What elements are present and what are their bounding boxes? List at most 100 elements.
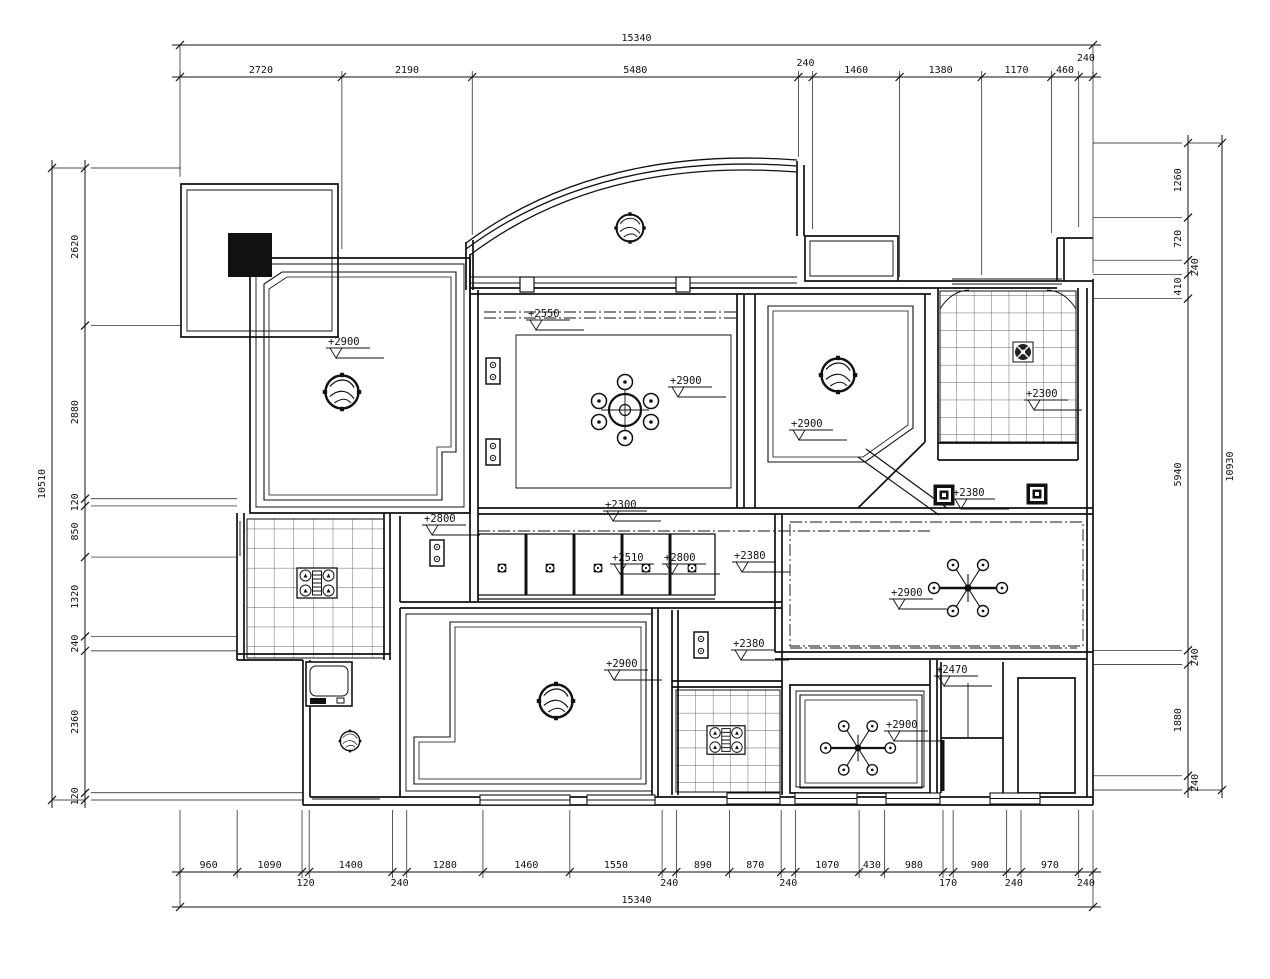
elevation-living-soffit: +2550 (526, 308, 584, 331)
downlight-icon (640, 562, 652, 574)
outer-walls (180, 157, 1094, 806)
dim-left-seg-4: 1320 (70, 585, 81, 609)
inner-walls (186, 189, 1062, 800)
ceiling-recess-outlines (263, 271, 923, 789)
elevation-wardrobe: +2470 (934, 664, 992, 687)
dim-right-overall: 10930 (1225, 451, 1236, 481)
windows (479, 792, 1041, 806)
inner-lines (186, 189, 1062, 800)
elevation-flag-icon (603, 510, 661, 522)
elevation-flag-icon (732, 561, 790, 573)
dim-bottom-seg-11: 240 (779, 878, 797, 889)
elevation-value: +2510 (612, 552, 644, 564)
elevation-hall-beam: +2300 (603, 499, 661, 522)
downlight-icon (686, 562, 698, 574)
elevation-labels: +2900 +2550 +2900 +2900 +2300 +2380 +2300 +2800… (326, 308, 1082, 742)
dim-bottom-seg-12: 1070 (815, 860, 839, 871)
dim-right-seg-6: 1880 (1173, 708, 1184, 732)
panel-dividers (524, 534, 672, 595)
ceiling-fan-light-icon (535, 680, 577, 722)
elevation-value: +2900 (791, 418, 823, 430)
elevation-value: +2900 (670, 375, 702, 387)
exhaust-fan-icon (1012, 341, 1034, 363)
dim-left-seg-7: 120 (70, 787, 81, 805)
wall-lamp-icon (693, 631, 709, 659)
elevation-value: +2300 (605, 499, 637, 511)
dim-bottom-seg-15: 170 (939, 878, 957, 889)
dim-left-seg-0: 2620 (70, 235, 81, 259)
elevation-bathroom-ne: +2300 (1024, 388, 1082, 411)
bath-heater-icon (706, 725, 746, 755)
dim-bottom-seg-9: 890 (694, 860, 712, 871)
bathroom-ne-tiled-ceiling (939, 290, 1077, 443)
dim-left-overall: 10510 (37, 469, 48, 499)
elevation-value: +2900 (886, 719, 918, 731)
dim-top-seg-8: 240 (1077, 53, 1095, 64)
hall-ceiling-panels (477, 533, 716, 600)
panel-frame (477, 533, 716, 600)
balcony-beam (470, 276, 797, 284)
square-downlight-icon (933, 484, 955, 506)
wall-lamp-icon (485, 438, 501, 466)
dim-left-seg-2: 120 (70, 493, 81, 511)
dim-bottom-seg-6: 1460 (514, 860, 538, 871)
elevation-flag-icon (1024, 399, 1082, 411)
wall-lamp-icon (485, 357, 501, 385)
elevation-value: +2380 (953, 487, 985, 499)
elevation-flag-icon (662, 563, 720, 575)
dim-right-seg-2: 240 (1190, 258, 1201, 276)
dim-right-seg-1: 720 (1173, 230, 1184, 248)
ceiling-fan-light-icon (613, 211, 647, 245)
elevation-value: +2550 (528, 308, 560, 320)
dim-top-seg-3: 240 (796, 58, 814, 69)
dim-bottom-seg-18: 970 (1041, 860, 1059, 871)
elevation-living: +2900 (668, 375, 726, 398)
six-arm-chandelier-icon (927, 558, 1009, 618)
chandelier-icon (590, 373, 660, 447)
dim-top-seg-1: 2190 (395, 65, 419, 76)
dim-bottom-seg-17: 240 (1005, 878, 1023, 889)
elevation-flag-icon (951, 498, 1009, 510)
elevation-flag-icon (610, 563, 668, 575)
elevation-value: +2800 (424, 513, 456, 525)
dim-bottom-seg-8: 240 (660, 878, 678, 889)
dim-bottom-seg-3: 1400 (339, 860, 363, 871)
window-midlines (480, 798, 1040, 801)
elevation-value: +2380 (734, 550, 766, 562)
elevation-hall-panel-east: +2800 (662, 552, 720, 575)
dim-bottom-seg-7: 1550 (604, 860, 628, 871)
elevation-dining-beam: +2380 (951, 487, 1009, 510)
dim-bottom-seg-19: 240 (1077, 878, 1095, 889)
elevation-bedroom-ne: +2900 (789, 418, 847, 441)
elevation-value: +2900 (606, 658, 638, 670)
wall-lamp-icon (429, 539, 445, 567)
elevation-flag-icon (884, 730, 942, 742)
dim-right-seg-3: 410 (1173, 278, 1184, 296)
dim-left-seg-5: 240 (70, 635, 81, 653)
elevation-value: +2900 (328, 336, 360, 348)
elevation-hall-panel: +2510 (610, 552, 668, 575)
dim-right-seg-7: 240 (1190, 774, 1201, 792)
elevation-hall-west: +2800 (422, 513, 480, 536)
dim-left-seg-1: 2880 (70, 400, 81, 424)
dim-bottom-seg-5: 1280 (433, 860, 457, 871)
dim-top-seg-2: 5480 (623, 65, 647, 76)
dim-top-seg-4: 1460 (844, 65, 868, 76)
beam-stub (675, 276, 691, 293)
dim-bottom-overall: 15340 (621, 895, 651, 906)
dim-top-seg-6: 1170 (1004, 65, 1028, 76)
dashdot-ceiling-lines (478, 311, 1084, 649)
elevation-dining: +2900 (889, 587, 947, 610)
dim-right-seg-5: 240 (1190, 648, 1201, 666)
elevation-bedroom-se: +2900 (884, 719, 942, 742)
ceiling-fan-light-icon (817, 354, 859, 396)
dim-bottom-seg-16: 900 (971, 860, 989, 871)
elevation-flag-icon (668, 386, 726, 398)
downlight-icon (544, 562, 556, 574)
elevation-flag-icon (526, 319, 584, 331)
six-arm-chandelier-icon (819, 719, 897, 777)
dim-bottom-seg-10: 870 (746, 860, 764, 871)
